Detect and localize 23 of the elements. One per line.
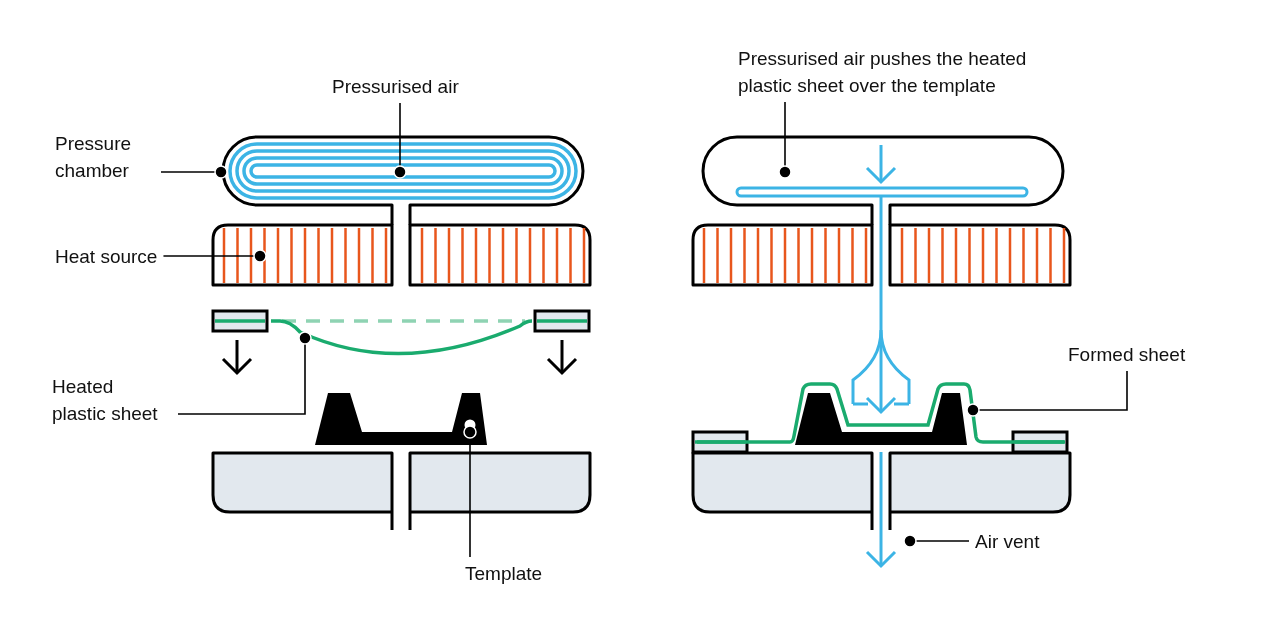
callout-label: Air vent: [975, 528, 1040, 555]
leader-line: [903, 534, 970, 548]
leader-line: [778, 101, 792, 179]
heat-source: [211, 223, 592, 287]
plastic-sheet: [271, 319, 533, 356]
air-vent-arrow: [865, 452, 897, 569]
leader-line: [393, 102, 407, 179]
leader-line: [966, 370, 1128, 417]
leader-line: [160, 165, 228, 179]
callout-label: Template: [465, 560, 543, 587]
callout-label: Pressurised air pushes the heated plastic sheet over the template: [738, 45, 1078, 99]
formed-sheet: [697, 382, 1064, 444]
callout-label: Heat source: [55, 243, 158, 270]
leader-line: [177, 331, 312, 415]
callout-label: Heated plastic sheet: [52, 373, 172, 427]
airflow-arrow: [735, 145, 1029, 415]
pressure-chamber: [221, 135, 585, 227]
template-block: [315, 393, 487, 445]
callout-label: Pressure chamber: [55, 130, 155, 184]
leader-line: [463, 425, 477, 558]
callout-label: Formed sheet: [1068, 341, 1186, 368]
callout-label: Pressurised air: [332, 73, 459, 100]
leader-line: [162, 249, 267, 263]
